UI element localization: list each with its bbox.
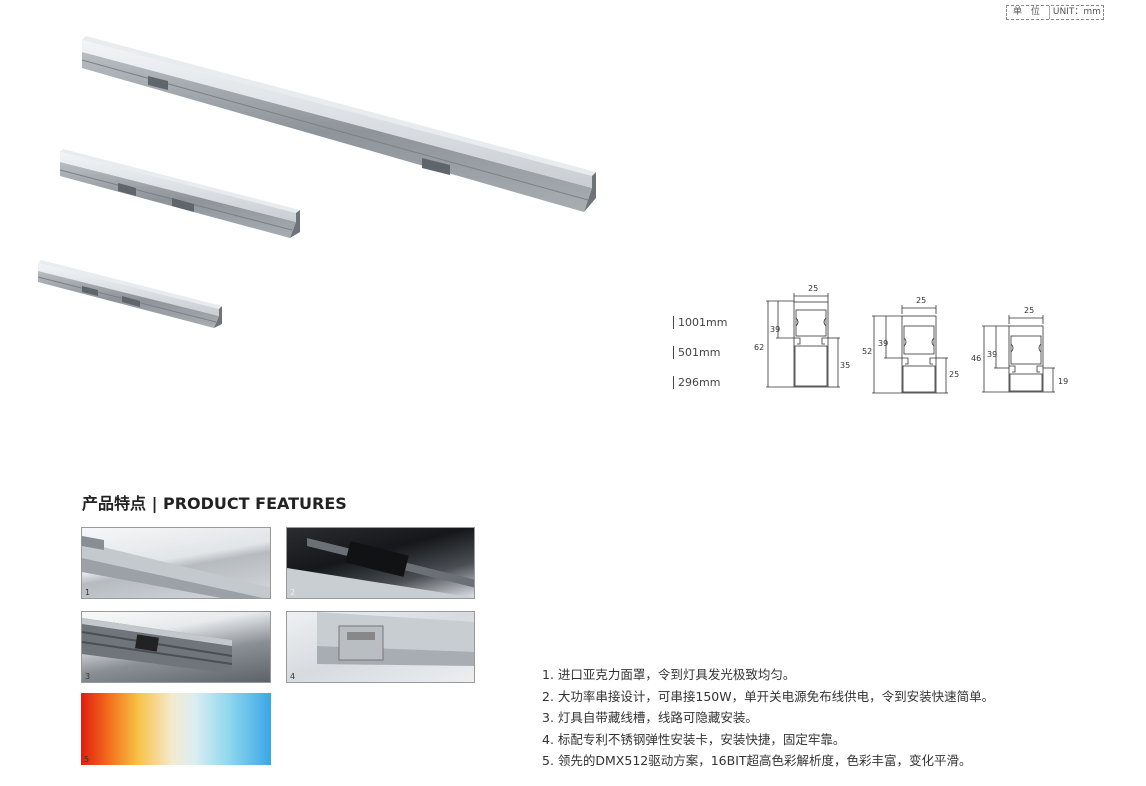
feature-item-5: 5. 领先的DMX512驱动方案，16BIT超高色彩解析度，色彩丰富，变化平滑。 [542, 753, 972, 768]
photo-number: 4 [290, 672, 296, 681]
unit-label: 单 位 UNIT：mm [1006, 5, 1104, 20]
feature-photo-2: 2 [286, 527, 475, 599]
dim-upper-2: 39 [878, 339, 888, 348]
dim-total-3: 46 [971, 354, 981, 363]
profile-1-labels: 25 62 39 35 [754, 284, 850, 370]
photo-number: 5 [84, 755, 90, 764]
feature-item-1: 1. 进口亚克力面罩，令到灯具发光极致均匀。 [542, 667, 796, 682]
features-title: 产品特点 | PRODUCT FEATURES [82, 494, 347, 513]
feature-list: 1. 进口亚克力面罩，令到灯具发光极致均匀。 2. 大功率串接设计，可串接150… [542, 664, 994, 772]
photo-number: 1 [85, 588, 91, 597]
feature-photo-5-color-spectrum: 5 [81, 693, 271, 765]
dim-width-2: 25 [916, 296, 926, 305]
dim-lower-1: 35 [840, 361, 850, 370]
dim-total-1: 62 [754, 343, 764, 352]
feature-photo-4: 4 [286, 611, 475, 683]
length-text: 501mm [678, 346, 721, 359]
dim-lower-3: 19 [1058, 377, 1068, 386]
dim-width-1: 25 [808, 284, 818, 293]
feature-item-2: 2. 大功率串接设计，可串接150W，单开关电源免布线供电，令到安装快速简单。 [542, 688, 995, 704]
cross-section-drawings: 25 62 39 35 25 52 39 25 25 46 [754, 284, 1068, 394]
bar-1001mm [81, 36, 596, 212]
bar-296mm [37, 260, 222, 328]
feature-photo-3: 3 [81, 611, 271, 683]
photo-number: 3 [85, 672, 91, 681]
profile-3-labels: 25 46 39 19 [971, 306, 1068, 386]
dim-upper-1: 39 [770, 325, 780, 334]
photo-number: 2 [290, 588, 296, 597]
length-text: 296mm [678, 376, 721, 389]
unit-label-cn: 单 位 [1007, 6, 1050, 19]
dim-lower-2: 25 [949, 370, 959, 379]
feature-item-4: 4. 标配专利不锈钢弹性安装卡，安装快捷，固定牢靠。 [542, 731, 846, 747]
profile-3 [982, 315, 1055, 393]
product-bars-illustration [37, 36, 596, 328]
unit-label-en: UNIT：mm [1052, 7, 1101, 17]
length-label-1001: 1001mm [673, 316, 727, 329]
dim-total-2: 52 [862, 347, 872, 356]
length-label-296: 296mm [673, 376, 720, 389]
feature-item-3: 3. 灯具自带藏线槽，线路可隐藏安装。 [542, 710, 758, 725]
bar-501mm [59, 149, 300, 238]
length-label-501: 501mm [673, 346, 720, 359]
profile-2 [872, 305, 948, 394]
dim-upper-3: 39 [987, 350, 997, 359]
dim-width-3: 25 [1024, 306, 1034, 315]
length-text: 1001mm [678, 316, 728, 329]
profile-2-labels: 25 52 39 25 [862, 296, 959, 379]
profile-1 [766, 293, 840, 388]
feature-photo-1: 1 [81, 527, 271, 599]
